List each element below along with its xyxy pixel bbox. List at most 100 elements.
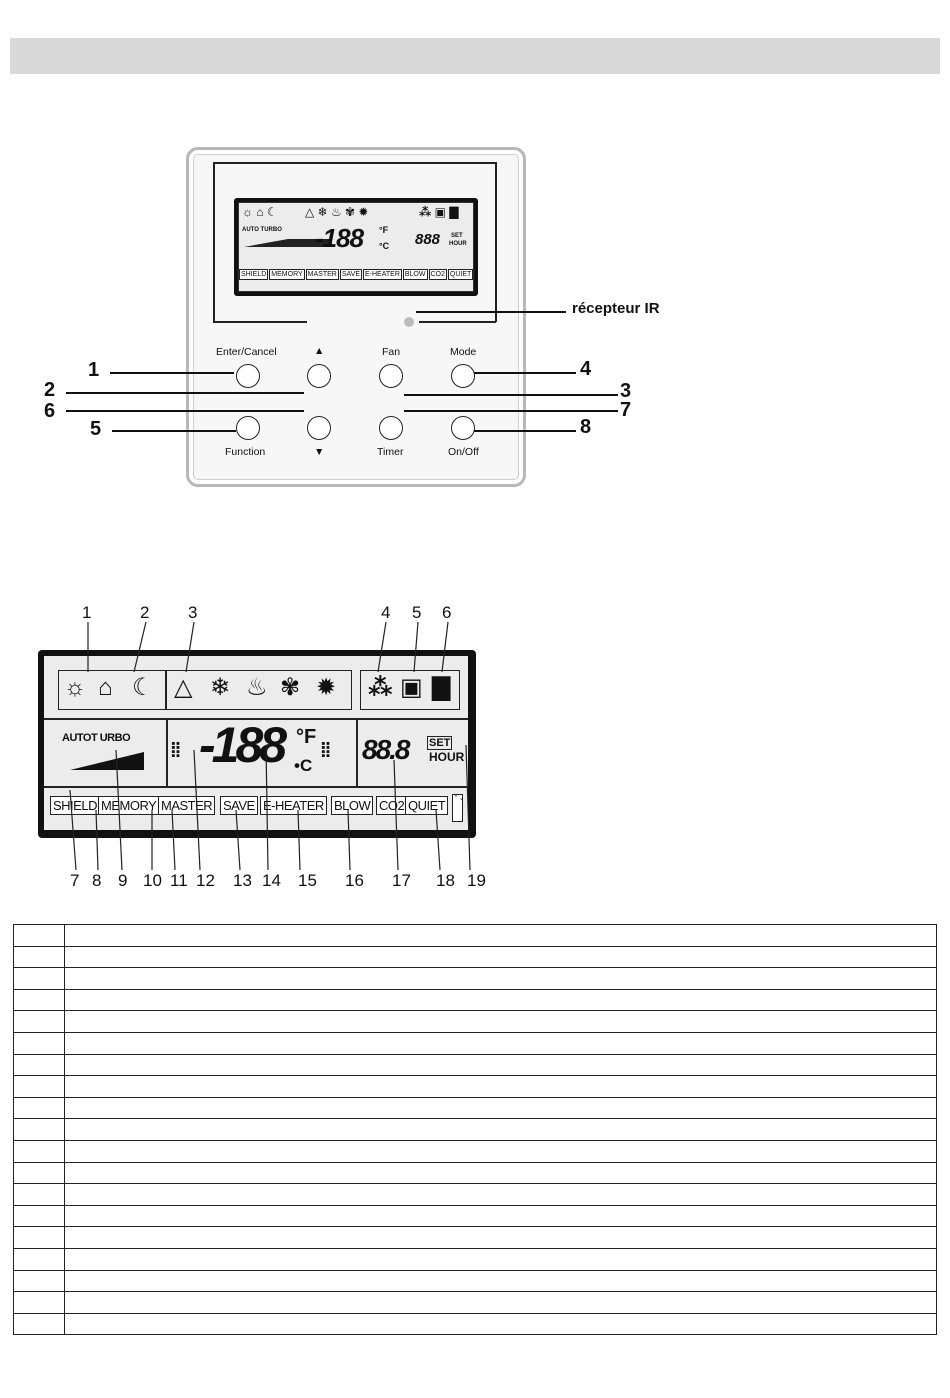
display-number: 2 [140, 603, 150, 622]
lcd-temp: -188 [315, 223, 364, 253]
shield-indicator: SHIELD [50, 796, 100, 815]
table-row [13, 1075, 937, 1098]
display-number: 4 [381, 603, 391, 622]
down-label: ▼ [314, 446, 325, 458]
function-button[interactable] [236, 416, 260, 440]
table-cell-number [13, 1247, 65, 1271]
leader-line [235, 809, 241, 871]
table-row [13, 1010, 937, 1033]
leader-line-8 [474, 430, 576, 432]
table-cell-description [64, 1226, 937, 1249]
mode-button[interactable] [451, 364, 475, 388]
table-cell-description [64, 1291, 937, 1314]
lock-icon: ▇ [432, 674, 451, 701]
legend-table [13, 924, 937, 1336]
display-window-bottom-right [419, 321, 496, 323]
table-row [13, 1053, 937, 1077]
health-icon: ☼ [64, 674, 86, 701]
function-label: Function [225, 446, 266, 458]
table-cell-description [64, 1161, 937, 1185]
table-row [13, 945, 937, 969]
table-cell-number [13, 1096, 65, 1120]
unit-f: °F [296, 726, 317, 748]
display-number: 5 [412, 603, 422, 622]
table-cell-number [13, 945, 65, 969]
divider [166, 718, 168, 786]
display-number: 8 [92, 871, 102, 890]
table-cell-number [13, 1118, 65, 1141]
icon-group-1-frame [58, 670, 166, 710]
blow-indicator: BLOW [331, 796, 374, 815]
table-cell-number [13, 1139, 65, 1163]
callout-6: 6 [44, 400, 56, 422]
leader-line [265, 744, 269, 871]
fan-button[interactable] [379, 364, 403, 388]
leader-line-4 [474, 372, 576, 374]
leader-line [413, 621, 419, 673]
leader-line-5 [112, 430, 236, 432]
table-cell-description [64, 945, 937, 969]
leader-line [441, 621, 449, 673]
leader-line-7 [404, 410, 618, 412]
table-row [13, 1139, 937, 1163]
table-row [13, 1161, 937, 1185]
display-leader-lines [69, 621, 471, 871]
callout-3: 3 [620, 380, 632, 402]
table-cell-description [64, 988, 937, 1012]
icon-group-3-frame [360, 670, 460, 710]
lcd-func: SHIELD [239, 269, 269, 280]
control-panel: ☼ ⌂ ☾ △ ❄ ♨ ✾ ✹ ⁂ ▣ ▇ AUTO TURBO -188 °F… [186, 147, 526, 487]
table-cell-number [13, 1312, 65, 1336]
icon-group-2-frame [166, 670, 352, 710]
table-row [13, 967, 937, 990]
table-cell-number [13, 1053, 65, 1077]
table-cell-description [64, 967, 937, 990]
enter-cancel-button[interactable] [236, 364, 260, 388]
table-cell-description [64, 1053, 937, 1077]
display-number: 6 [442, 603, 452, 622]
display-window-bottom-left [213, 321, 307, 323]
table-cell-description [64, 1139, 937, 1163]
table-cell-description [64, 1269, 937, 1293]
on-off-label: On/Off [448, 446, 479, 458]
up-button[interactable] [307, 364, 331, 388]
table-cell-number [13, 924, 65, 947]
table-row [13, 1247, 937, 1271]
leader-line [115, 749, 123, 871]
callout-8: 8 [580, 416, 592, 438]
table-cell-description [64, 924, 937, 947]
timer-label: Timer [377, 446, 404, 458]
timer-value: 88.8 [362, 734, 410, 765]
gate-icon: ▣ [400, 674, 423, 701]
cool-icon: ❄ [210, 674, 231, 701]
table-cell-number [13, 1204, 65, 1228]
display-window-right [495, 162, 497, 322]
fan-label: Fan [382, 346, 401, 358]
table-cell-number [13, 1291, 65, 1314]
e-heater-indicator: E-HEATER [260, 796, 327, 815]
display-number: 9 [118, 871, 128, 890]
auto-icon: △ [174, 674, 193, 701]
lcd-icons-group-3: ⁂ ▣ ▇ [419, 205, 459, 219]
leader-line-6 [66, 410, 304, 412]
divider [44, 786, 468, 788]
display-number: 13 [233, 871, 252, 890]
leader-line [133, 621, 147, 673]
lcd-func: SAVE [339, 269, 362, 280]
leader-line-ir [416, 311, 566, 313]
down-button[interactable] [307, 416, 331, 440]
table-cell-number [13, 1161, 65, 1185]
swing-icon: ⌃⌄ [452, 794, 465, 822]
on-off-button[interactable] [451, 416, 475, 440]
table-cell-description [64, 1096, 937, 1120]
table-row [13, 1031, 937, 1055]
table-cell-description [64, 1204, 937, 1228]
table-row [13, 1226, 937, 1249]
display-number: 1 [82, 603, 92, 622]
table-cell-number [13, 1010, 65, 1033]
timer-button[interactable] [379, 416, 403, 440]
lcd-unit-f: °F [379, 225, 389, 235]
lcd-func: CO2 [428, 269, 447, 280]
lcd-icons-group-2: △ ❄ ♨ ✾ ✹ [305, 205, 369, 219]
divider [356, 718, 358, 786]
